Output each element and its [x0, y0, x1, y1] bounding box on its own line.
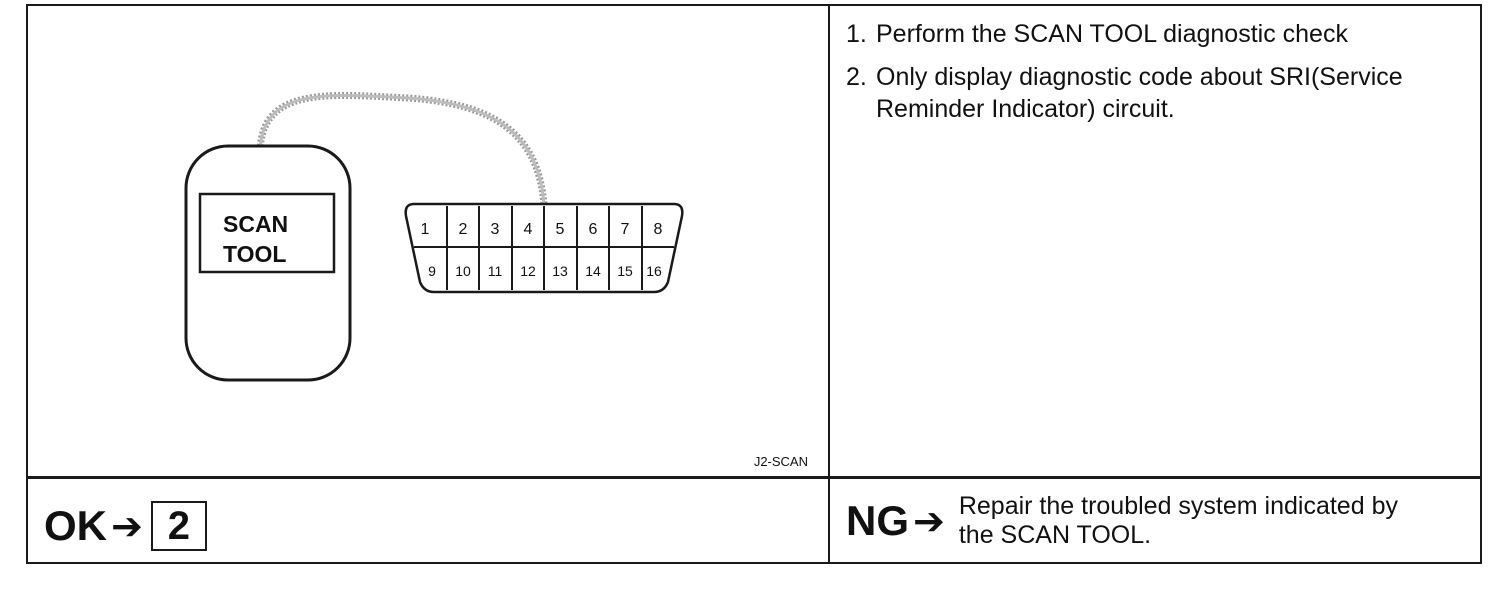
- step-number: 2.: [846, 63, 867, 91]
- dlc-pin-separators: [446, 206, 643, 290]
- dlc-pin-label: 5: [556, 221, 565, 238]
- ng-label: NG: [846, 497, 909, 544]
- step-text: Only display diagnostic code about SRI(S…: [876, 63, 1403, 123]
- ok-label: OK: [44, 502, 107, 549]
- table-row-divider: [26, 476, 1482, 479]
- figure-code: J2-SCAN: [754, 454, 808, 469]
- dlc-pin-label: 1: [421, 221, 430, 238]
- ng-instruction-text: Repair the troubled system indicated by …: [958, 492, 1398, 549]
- dlc-pin-label: 7: [621, 221, 630, 238]
- step-text: Perform the SCAN TOOL diagnostic check: [876, 20, 1348, 48]
- step-number: 1.: [846, 20, 867, 48]
- table-column-divider: [828, 4, 830, 564]
- dlc-pin-label: 15: [617, 263, 633, 279]
- dlc-pin-label: 11: [488, 263, 503, 279]
- dlc-pin-label: 14: [585, 263, 601, 279]
- dlc-pin-label: 8: [654, 221, 663, 238]
- scan-tool-label-line2: TOOL: [223, 241, 286, 267]
- dlc-pin-label: 6: [589, 221, 598, 238]
- scan-tool-screen: [198, 192, 336, 274]
- dlc-pin-label: 16: [646, 263, 662, 279]
- instruction-step: 1. Perform the SCAN TOOL diagnostic chec…: [846, 18, 1476, 50]
- right-arrow-icon: ➔: [913, 500, 945, 543]
- dlc-pin-label: 12: [520, 263, 536, 279]
- dlc-pin-label: 9: [428, 263, 436, 279]
- procedure-table-frame: [26, 4, 1482, 564]
- instruction-steps: 1. Perform the SCAN TOOL diagnostic chec…: [846, 18, 1476, 136]
- scan-tool-label-line1: SCAN: [223, 211, 288, 237]
- scan-tool-connection-diagram: SCAN TOOL 1 2 3 4 5 6 7 8 9 10 11 12 13 …: [184, 91, 808, 469]
- next-step-box: 2: [150, 501, 207, 551]
- dlc-pin-label: 10: [455, 263, 471, 279]
- right-arrow-icon: ➔: [111, 505, 143, 548]
- dlc-pin-label: 4: [524, 221, 533, 238]
- dlc-pin-label: 3: [491, 221, 500, 238]
- dlc-pin-label: 13: [552, 263, 568, 279]
- instruction-step: 2. Only display diagnostic code about SR…: [846, 61, 1476, 125]
- dlc-pin-label: 2: [459, 221, 468, 238]
- ng-result: NG ➔ Repair the troubled system indicate…: [846, 488, 1439, 554]
- ok-result: OK ➔ 2: [44, 498, 207, 554]
